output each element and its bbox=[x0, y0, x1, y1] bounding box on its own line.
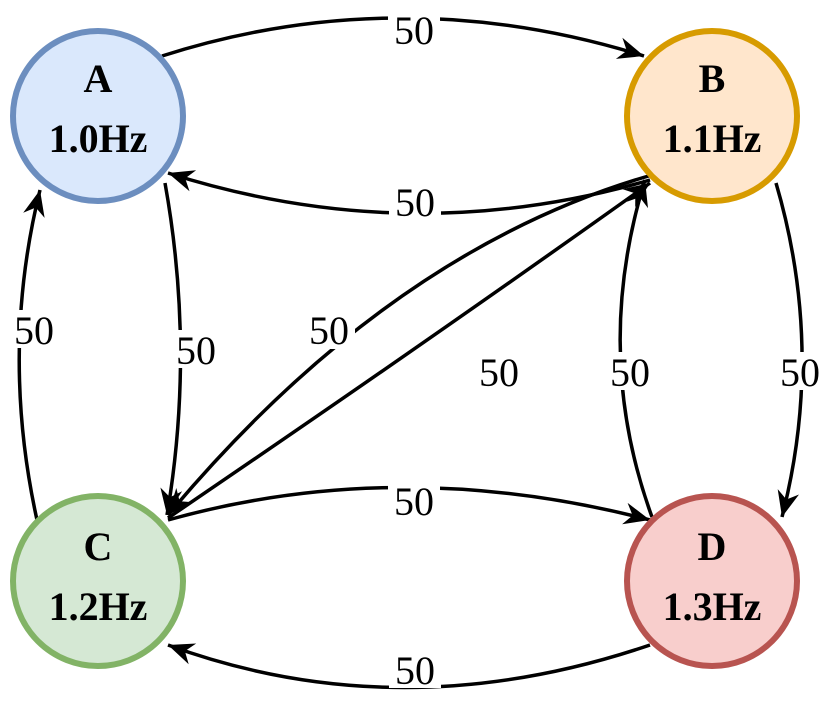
edge-label-b-to-c: 50 bbox=[473, 350, 525, 395]
node-c-name: C bbox=[84, 524, 113, 569]
svg-text:50: 50 bbox=[176, 328, 216, 373]
node-b-name: B bbox=[699, 56, 726, 101]
node-a: A 1.0Hz bbox=[10, 28, 186, 204]
edge-c-to-b bbox=[167, 181, 652, 520]
svg-text:50: 50 bbox=[309, 308, 349, 353]
arrowhead-b-to-a bbox=[168, 170, 197, 192]
svg-text:50: 50 bbox=[479, 350, 519, 395]
node-a-circle bbox=[10, 28, 186, 204]
node-a-name: A bbox=[84, 56, 113, 101]
node-d-frequency: 1.3Hz bbox=[663, 584, 762, 629]
edge-d-to-b bbox=[618, 179, 654, 518]
arrowhead-d-to-c bbox=[168, 643, 197, 665]
edge-label-a-to-c: 50 bbox=[170, 328, 222, 373]
arrowhead-c-to-a bbox=[23, 190, 45, 218]
node-d: D 1.3Hz bbox=[624, 493, 800, 669]
svg-text:50: 50 bbox=[395, 180, 435, 225]
svg-text:50: 50 bbox=[394, 8, 434, 53]
edge-label-c-to-d: 50 bbox=[388, 479, 440, 524]
svg-text:50: 50 bbox=[14, 308, 54, 353]
nodes-layer: A 1.0Hz B 1.1Hz C 1.2Hz D 1.3Hz bbox=[10, 28, 800, 669]
edge-label-b-to-a: 50 bbox=[389, 180, 441, 225]
arrowhead-c-to-b bbox=[622, 183, 650, 208]
edge-labels-layer: 50 50 50 50 50 50 50 50 bbox=[8, 8, 826, 693]
edge-label-d-to-c: 50 bbox=[389, 648, 441, 693]
node-b-frequency: 1.1Hz bbox=[663, 116, 762, 161]
edge-b-to-c bbox=[166, 173, 653, 517]
arrowheads-layer bbox=[23, 37, 799, 665]
edge-label-c-to-a: 50 bbox=[8, 308, 60, 353]
svg-text:50: 50 bbox=[394, 479, 434, 524]
node-d-name: D bbox=[698, 524, 727, 569]
node-c-frequency: 1.2Hz bbox=[49, 584, 148, 629]
node-a-frequency: 1.0Hz bbox=[49, 116, 148, 161]
node-b-circle bbox=[624, 28, 800, 204]
edge-label-b-to-d: 50 bbox=[774, 350, 826, 395]
svg-text:50: 50 bbox=[395, 648, 435, 693]
node-c-circle bbox=[10, 493, 186, 669]
svg-text:50: 50 bbox=[780, 350, 820, 395]
svg-text:50: 50 bbox=[610, 350, 650, 395]
node-c: C 1.2Hz bbox=[10, 493, 186, 669]
node-d-circle bbox=[624, 493, 800, 669]
arrowhead-a-to-b bbox=[615, 37, 644, 59]
edge-c-to-a bbox=[17, 189, 42, 521]
edge-b-to-d bbox=[774, 182, 804, 518]
arrowhead-c-to-d bbox=[622, 502, 650, 525]
arrowhead-b-to-c bbox=[168, 488, 194, 515]
node-b: B 1.1Hz bbox=[624, 28, 800, 204]
arrowhead-b-to-d bbox=[777, 489, 799, 517]
edge-label-d-to-b: 50 bbox=[604, 350, 656, 395]
edge-label-c-to-b: 50 bbox=[303, 308, 355, 353]
edge-label-a-to-b: 50 bbox=[388, 8, 440, 53]
